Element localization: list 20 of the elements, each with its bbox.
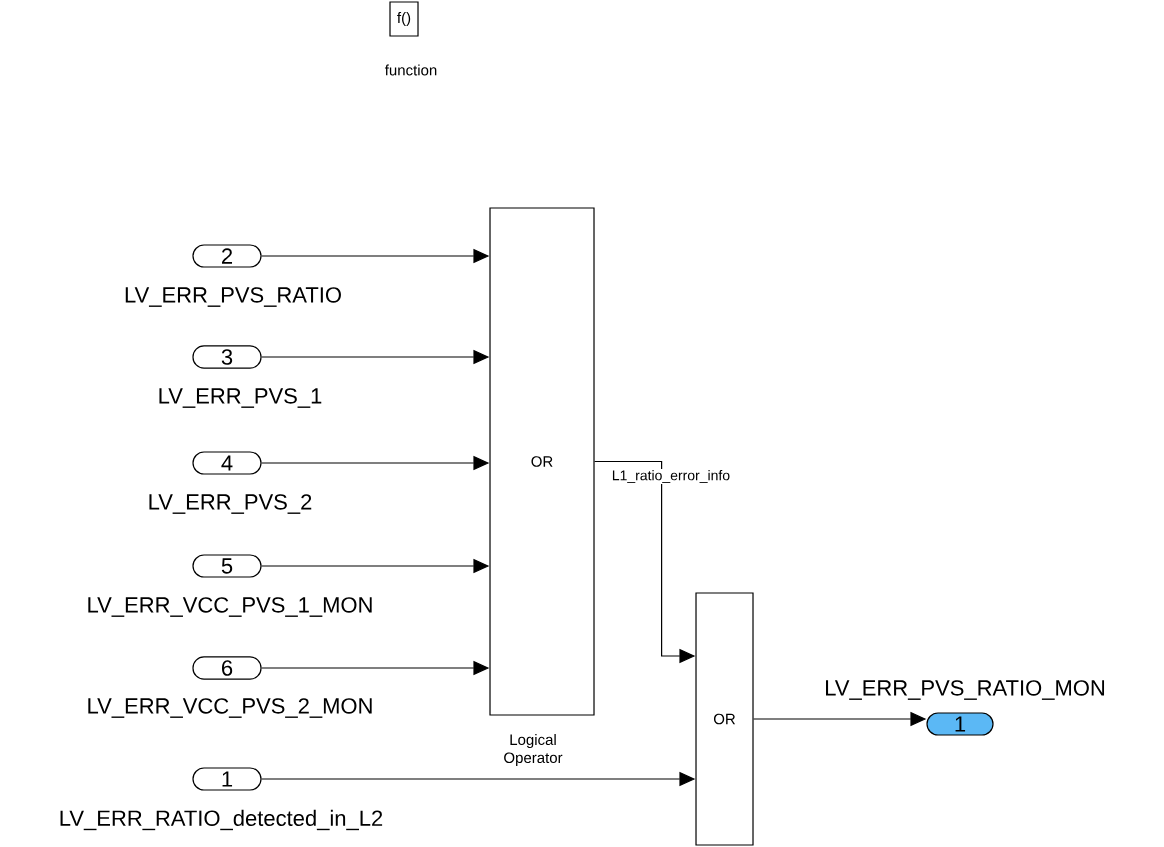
logic-block: OR — [489, 207, 595, 716]
block-label: LV_ERR_PVS_2 — [149, 494, 312, 514]
inport-block: 2 — [192, 244, 262, 268]
block-label: LV_ERR_PVS_RATIO_MON — [826, 680, 1104, 700]
edge-label: L1_ratio_error_info — [610, 469, 732, 484]
outport-block: 1 — [926, 712, 994, 736]
block-label: function — [384, 64, 437, 76]
inport-block: 6 — [192, 656, 262, 680]
inport-block: 4 — [192, 451, 262, 475]
function-block: f() — [389, 1, 419, 37]
block-label: LV_ERR_RATIO_detected_in_L2 — [60, 809, 383, 831]
inport-block: 5 — [192, 554, 262, 578]
inport-block: 3 — [192, 345, 262, 369]
logic-block: OR — [695, 592, 754, 846]
block-label: LV_ERR_PVS_1 — [159, 388, 322, 408]
block-label: LV_ERR_VCC_PVS_2_MON — [88, 698, 372, 718]
block-label: LV_ERR_PVS_RATIO — [125, 287, 341, 307]
block-label: Logical Operator — [504, 734, 563, 766]
inport-block: 1 — [192, 767, 262, 791]
block-label: LV_ERR_VCC_PVS_1_MON — [88, 597, 372, 617]
